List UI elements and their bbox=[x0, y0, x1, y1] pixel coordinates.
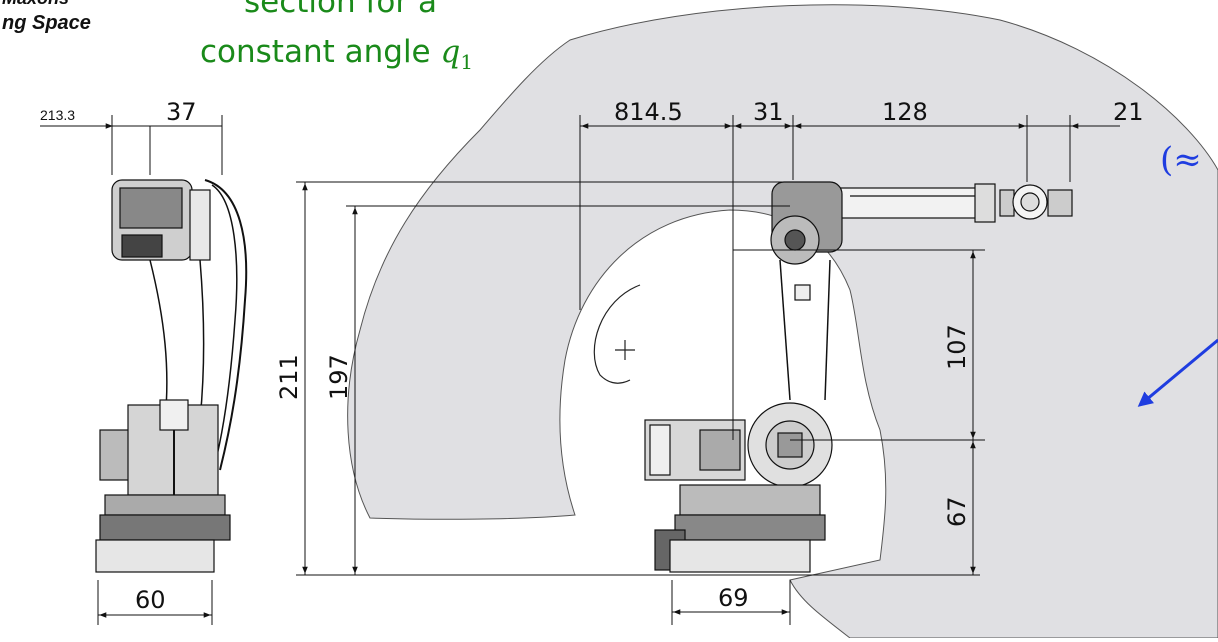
annotation-line-2: constant angle q1 bbox=[200, 34, 473, 74]
robot-front-view bbox=[644, 181, 1073, 573]
annotation-line-1: section for a bbox=[244, 0, 437, 20]
dim-37: 37 bbox=[166, 98, 197, 126]
dim-211: 211 bbox=[275, 354, 303, 400]
dim-197: 197 bbox=[325, 354, 353, 400]
dim-31: 31 bbox=[753, 98, 784, 126]
robot-side-view bbox=[95, 179, 248, 573]
annotation-prefix: constant angle bbox=[200, 34, 441, 70]
dimension-lines bbox=[40, 115, 1120, 625]
dim-21: 21 bbox=[1113, 98, 1144, 126]
inner-arc bbox=[593, 284, 641, 384]
dim-67: 67 bbox=[943, 496, 971, 527]
annotation-variable: q bbox=[440, 34, 461, 70]
annotation-subscript: 1 bbox=[460, 50, 474, 75]
workspace-region bbox=[347, 4, 1218, 639]
dim-128: 128 bbox=[882, 98, 928, 126]
logo-line-1: Maxons bbox=[2, 0, 69, 9]
dim-69: 69 bbox=[718, 584, 749, 612]
dim-814-5: 814.5 bbox=[614, 98, 683, 126]
dim-60: 60 bbox=[135, 586, 166, 614]
dim-107: 107 bbox=[943, 324, 971, 370]
dim-213-3: 213.3 bbox=[40, 107, 75, 123]
direction-arrow bbox=[1137, 338, 1218, 407]
logo-line-2: ng Space bbox=[2, 12, 91, 34]
side-approx-label: (≈ bbox=[1160, 140, 1202, 180]
